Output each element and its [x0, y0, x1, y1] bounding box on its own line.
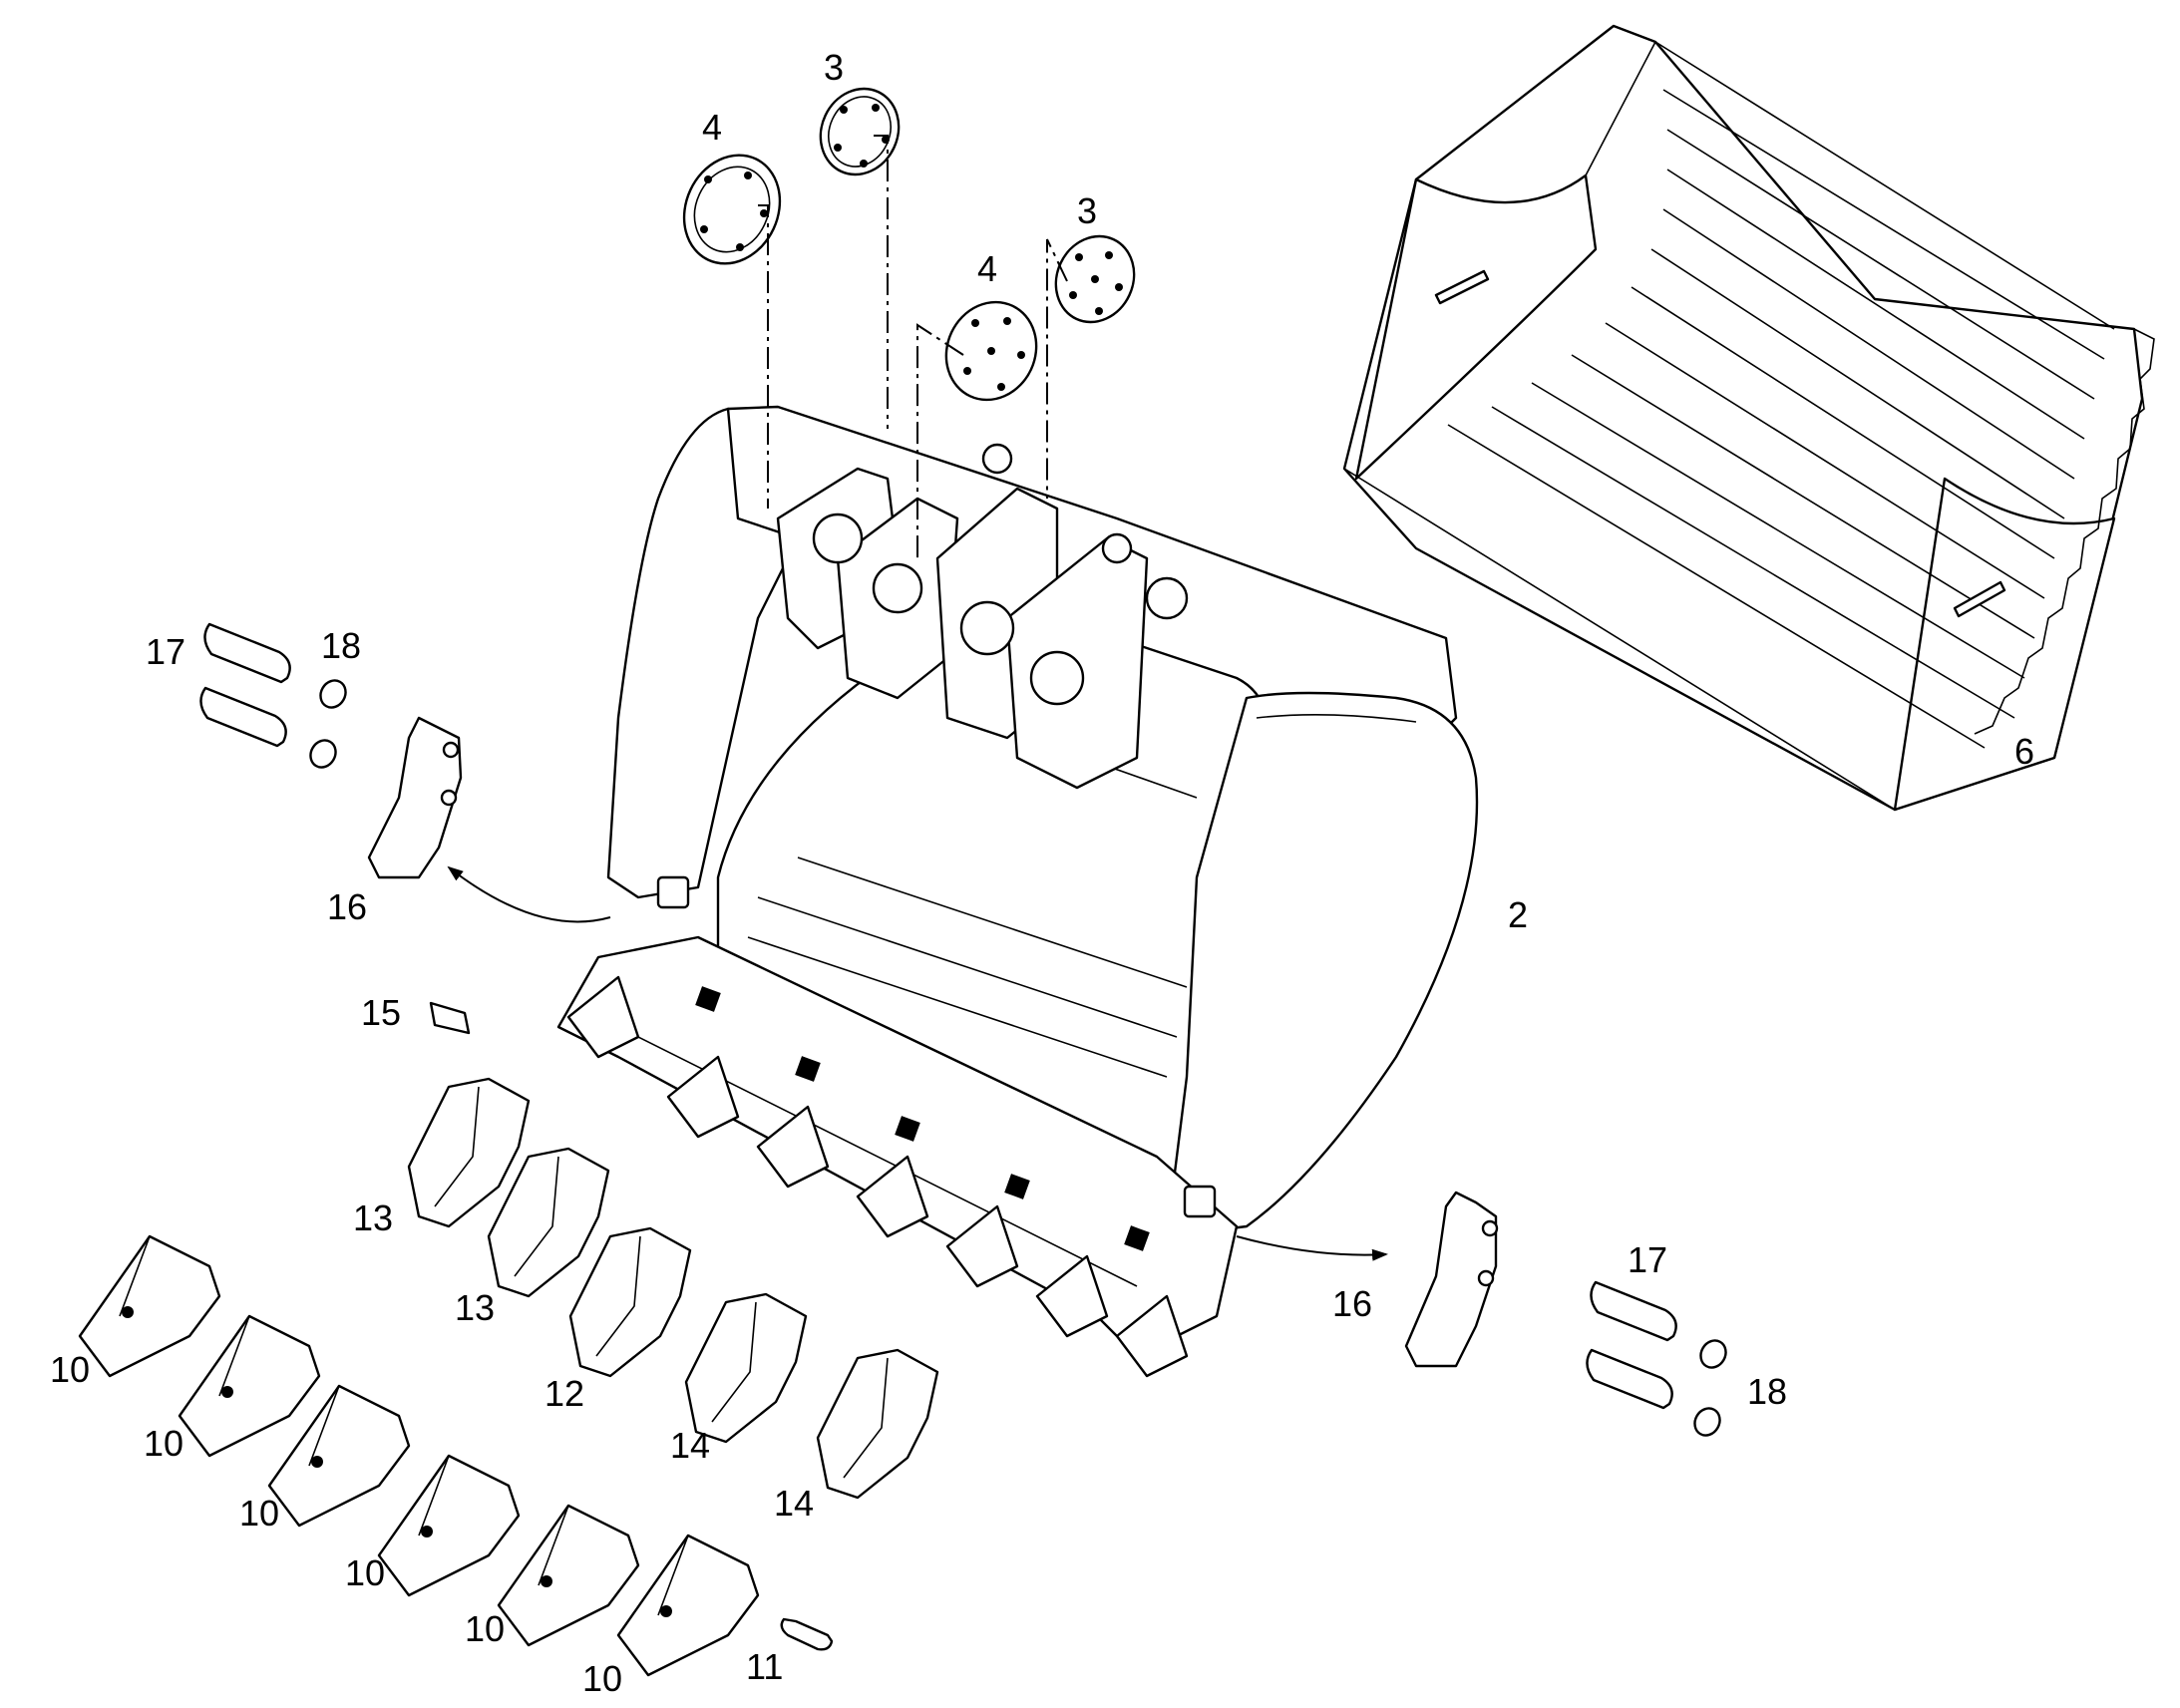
part-15-lock — [429, 1001, 471, 1035]
part-16-side-cutter-right — [1404, 1191, 1499, 1368]
callout-15: 15 — [361, 992, 401, 1033]
part-6-liner — [1342, 24, 2155, 812]
callout-3a: 3 — [824, 47, 844, 88]
callout-16a: 16 — [327, 886, 367, 927]
callout-16b: 16 — [1332, 1283, 1372, 1324]
part-2-bucket-body — [556, 405, 1479, 1378]
part-10-tooth-4 — [377, 1454, 521, 1597]
part-18-washers-right — [1693, 1339, 1727, 1437]
callout-3b: 3 — [1077, 190, 1097, 231]
callout-4b: 4 — [977, 248, 997, 289]
part-14-adapter-2 — [816, 1348, 939, 1500]
callout-6: 6 — [2014, 731, 2034, 772]
part-11-retainer-pin — [780, 1617, 834, 1651]
callout-12: 12 — [545, 1373, 584, 1414]
part-10-tooth-1 — [78, 1234, 221, 1378]
callout-4a: 4 — [702, 107, 722, 148]
callout-18a: 18 — [321, 625, 361, 666]
part-4-cover-plate-right — [944, 300, 1038, 402]
callout-11: 11 — [746, 1646, 783, 1687]
callout-13a: 13 — [353, 1197, 393, 1238]
callout-10d: 10 — [345, 1552, 385, 1593]
callout-14b: 14 — [774, 1483, 814, 1524]
part-13-adapter-1 — [407, 1077, 531, 1228]
part-3-cover-plate-right — [1054, 234, 1136, 324]
callout-14a: 14 — [670, 1425, 710, 1466]
callout-10e: 10 — [465, 1608, 505, 1649]
callout-10c: 10 — [239, 1493, 279, 1534]
part-17-pins-right — [1586, 1280, 1677, 1410]
callout-10b: 10 — [144, 1423, 183, 1464]
part-14-adapter-1 — [684, 1292, 808, 1444]
callout-17a: 17 — [146, 631, 185, 672]
callout-17b: 17 — [1628, 1239, 1667, 1280]
part-3-cover-plate-left — [819, 87, 901, 176]
part-12-adapter — [568, 1226, 692, 1378]
part-4-cover-plate-left — [682, 154, 782, 265]
part-17-pins-left — [199, 622, 291, 748]
callout-18b: 18 — [1747, 1371, 1787, 1412]
part-18-washers-left — [309, 679, 347, 769]
part-13-adapter-2 — [487, 1147, 610, 1298]
callout-10f: 10 — [582, 1658, 622, 1699]
part-10-tooth-2 — [178, 1314, 321, 1458]
callout-10a: 10 — [50, 1349, 90, 1390]
callout-2: 2 — [1508, 894, 1528, 935]
part-10-tooth-6 — [616, 1534, 760, 1677]
part-10-tooth-5 — [497, 1504, 640, 1647]
callout-13b: 13 — [455, 1287, 495, 1328]
part-16-side-cutter-left — [367, 716, 463, 879]
part-10-tooth-3 — [267, 1384, 411, 1528]
